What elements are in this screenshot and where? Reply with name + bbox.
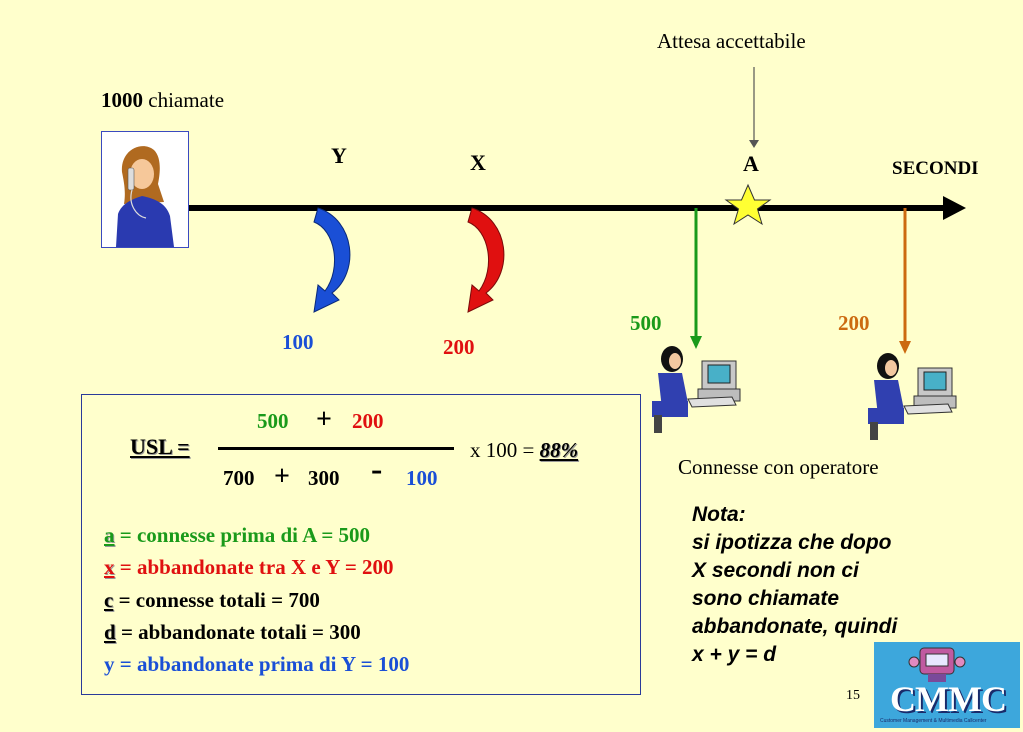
legend-text-c: = connesse totali = 700 bbox=[113, 588, 320, 612]
note-title: Nota: bbox=[692, 503, 746, 526]
legend-text-d: = abbandonate totali = 300 bbox=[115, 620, 361, 644]
legend-text-x: = abbandonate tra X e Y = 200 bbox=[114, 555, 394, 579]
abandon-arrow-x bbox=[467, 207, 505, 313]
cmmc-logo: CMMC Customer Management & Multimedia Ca… bbox=[874, 642, 1020, 728]
calls-heading: 1000 chiamate bbox=[101, 88, 224, 113]
note-line-5: x + y = d bbox=[692, 643, 777, 666]
legend-key-d: d bbox=[104, 620, 116, 644]
operator-image-2 bbox=[864, 350, 960, 442]
legend-line-x: x = abbandonate tra X e Y = 200 bbox=[104, 555, 394, 580]
star-icon bbox=[724, 183, 772, 226]
legend-line-d: d = abbandonate totali = 300 bbox=[104, 620, 361, 645]
fraction-bar bbox=[218, 447, 454, 450]
connected-before-a-value: 500 bbox=[630, 311, 662, 335]
legend-key-c: c bbox=[104, 588, 114, 612]
denominator-minus: - bbox=[371, 451, 383, 488]
axis-label: SECONDI bbox=[892, 158, 979, 179]
logo-tagline: Customer Management & Multimedia Callcen… bbox=[880, 718, 987, 724]
numerator-b: 200 bbox=[352, 409, 384, 433]
abandon-y-value: 100 bbox=[282, 330, 314, 354]
denominator-plus: + bbox=[274, 461, 290, 492]
logo-robot-icon bbox=[908, 647, 966, 682]
page-number: 15 bbox=[846, 688, 860, 703]
numerator-plus: + bbox=[316, 404, 332, 435]
denominator-a: 700 bbox=[223, 466, 255, 490]
acceptable-wait-pointer-head bbox=[749, 140, 759, 148]
abandon-arrow-y bbox=[313, 207, 351, 313]
note-line-4: abbandonate, quindi bbox=[692, 615, 898, 638]
calls-label: chiamate bbox=[148, 88, 225, 112]
note-line-2: X secondi non ci bbox=[692, 559, 859, 582]
legend-line-a: a = connesse prima di A = 500 bbox=[104, 523, 370, 548]
note-block: Nota: si ipotizza che dopo X secondi non… bbox=[692, 501, 972, 669]
point-a-label: A bbox=[743, 151, 759, 176]
denominator-c: 100 bbox=[406, 466, 438, 490]
legend-line-c: c = connesse totali = 700 bbox=[104, 588, 320, 613]
connect-arrow-orange-head bbox=[899, 341, 911, 354]
abandon-x-value: 200 bbox=[443, 335, 475, 359]
note-line-1: si ipotizza che dopo bbox=[692, 531, 892, 554]
legend-key-a: a bbox=[104, 523, 115, 547]
legend-text-a: = connesse prima di A = 500 bbox=[114, 523, 371, 547]
connected-after-a-value: 200 bbox=[838, 311, 870, 335]
point-y-label: Y bbox=[331, 143, 347, 168]
operator-computer-icon bbox=[652, 346, 741, 433]
logo-name: CMMC bbox=[890, 679, 1007, 719]
operator-computer-icon bbox=[868, 353, 957, 440]
caller-image bbox=[101, 131, 189, 248]
numerator-a: 500 bbox=[257, 409, 289, 433]
usl-label: USL = bbox=[130, 434, 190, 459]
connect-arrow-green-head bbox=[690, 336, 702, 349]
caller-woman-phone-icon bbox=[116, 146, 174, 247]
calls-count: 1000 bbox=[101, 88, 143, 112]
legend-line-y: y = abbandonate prima di Y = 100 bbox=[104, 652, 410, 676]
acceptable-wait-label: Attesa accettabile bbox=[657, 29, 806, 53]
denominator-b: 300 bbox=[308, 466, 340, 490]
result-value: 88% bbox=[539, 438, 579, 462]
connected-caption: Connesse con operatore bbox=[678, 455, 879, 479]
times-hundred: x 100 = 88% bbox=[470, 438, 578, 463]
times-text: x 100 = bbox=[470, 438, 535, 462]
legend-key-x: x bbox=[104, 555, 115, 579]
axis-arrowhead bbox=[943, 196, 966, 220]
operator-image-1 bbox=[648, 343, 744, 435]
formula-box: 500 + 200 USL = x 100 = 88% 700 + 300 - … bbox=[81, 394, 641, 695]
point-x-label: X bbox=[470, 150, 486, 175]
note-line-3: sono chiamate bbox=[692, 587, 840, 610]
